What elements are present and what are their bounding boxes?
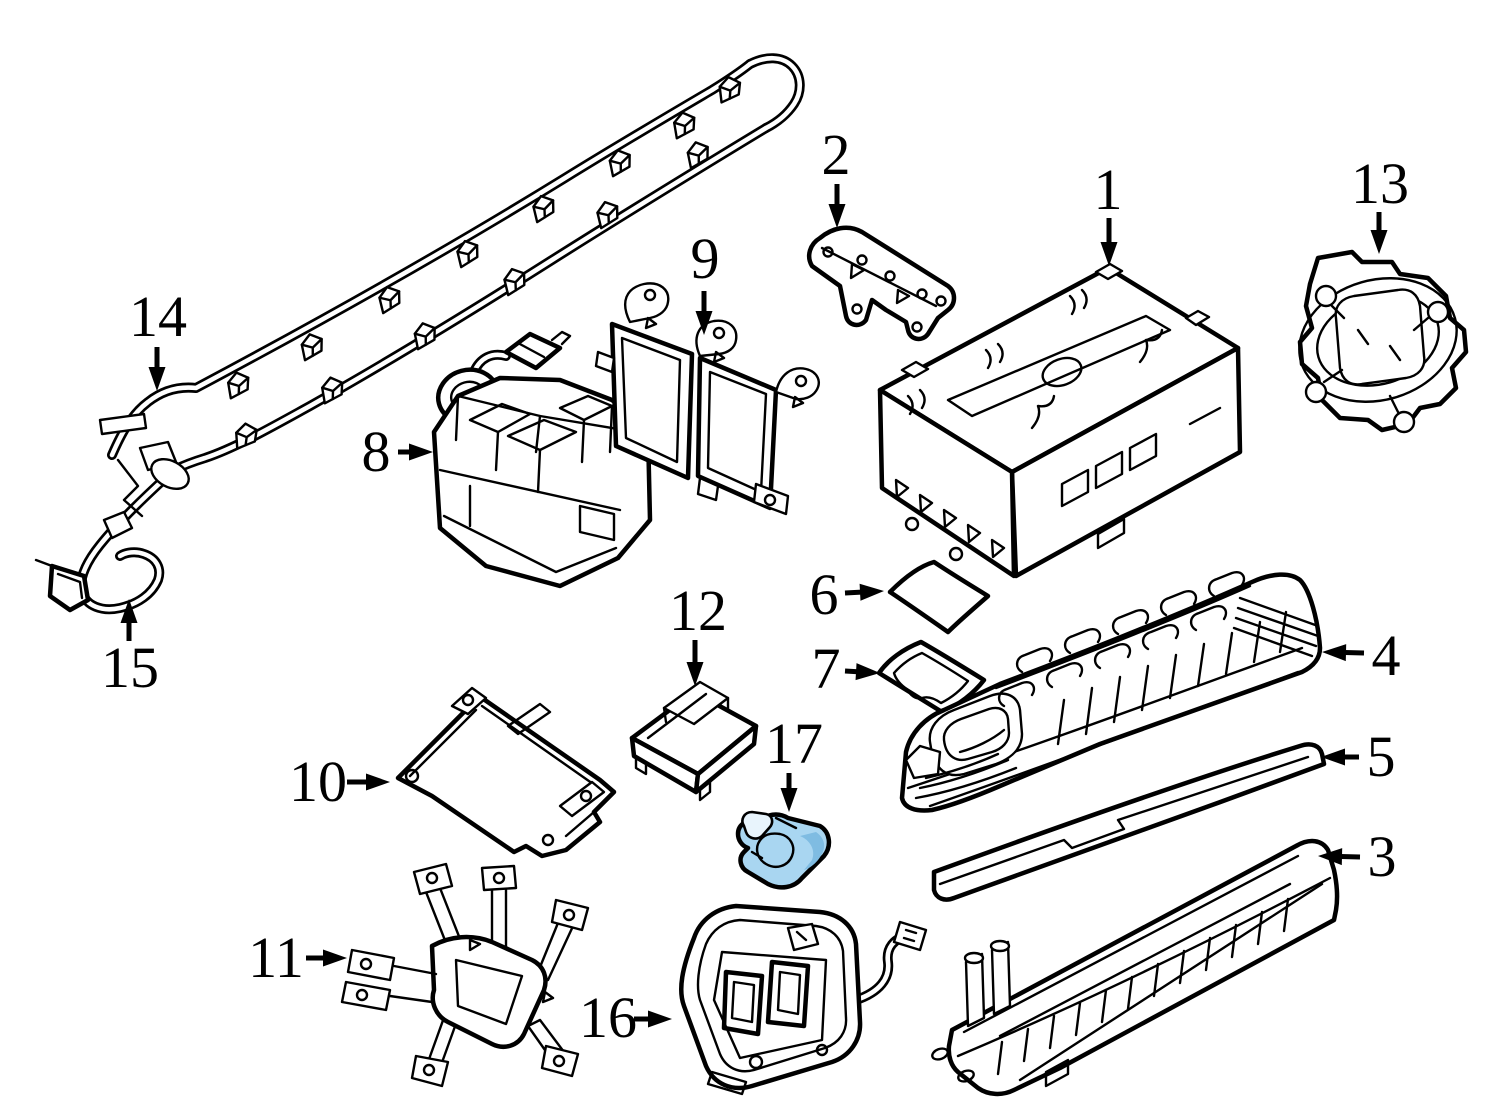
callout-arrow-head-9 bbox=[695, 311, 713, 335]
part-label-16[interactable]: 16 bbox=[579, 985, 637, 1050]
part-15-drawing-harness-end-connector[interactable] bbox=[34, 558, 91, 613]
part-2-drawing-bracket[interactable] bbox=[807, 225, 957, 342]
callout-arrow-head-6 bbox=[859, 583, 884, 601]
part-label-10[interactable]: 10 bbox=[289, 749, 347, 814]
callout-arrow-head-13 bbox=[1370, 230, 1388, 254]
callout-arrows bbox=[120, 184, 1388, 1028]
part-4-drawing-upper-cover[interactable] bbox=[899, 571, 1323, 813]
part-11-drawing-mounting-bracket[interactable] bbox=[340, 862, 590, 1088]
part-label-11[interactable]: 11 bbox=[248, 925, 304, 990]
part-6-drawing-sheet[interactable] bbox=[887, 559, 991, 635]
callout-arrow-head-11 bbox=[323, 949, 347, 967]
callout-arrow-head-17 bbox=[780, 788, 798, 812]
callout-arrow-head-15 bbox=[120, 599, 138, 623]
part-14-drawing-harness[interactable] bbox=[76, 53, 805, 615]
part-label-5[interactable]: 5 bbox=[1366, 724, 1396, 789]
part-10-drawing-module-plate[interactable] bbox=[395, 686, 617, 859]
part-5-drawing-spacer-strip[interactable] bbox=[931, 742, 1327, 902]
part-label-14[interactable]: 14 bbox=[129, 284, 187, 349]
part-label-3[interactable]: 3 bbox=[1367, 824, 1397, 889]
callout-arrow-head-5 bbox=[1321, 748, 1345, 766]
callout-arrow-head-4 bbox=[1322, 644, 1347, 662]
callout-arrow-head-2 bbox=[828, 204, 846, 228]
part-9-drawing-bracket-panel[interactable] bbox=[594, 282, 820, 516]
part-label-13[interactable]: 13 bbox=[1351, 151, 1409, 216]
callout-arrow-head-14 bbox=[148, 367, 166, 391]
callout-arrow-head-3 bbox=[1318, 848, 1343, 866]
part-label-2[interactable]: 2 bbox=[821, 122, 851, 187]
part-8-drawing-junction-block[interactable] bbox=[431, 330, 653, 589]
part-label-6[interactable]: 6 bbox=[809, 562, 839, 627]
part-7-drawing-gasket[interactable] bbox=[876, 639, 987, 715]
callout-arrow-head-8 bbox=[409, 443, 433, 461]
callout-arrow-head-10 bbox=[366, 773, 390, 791]
part-3-drawing-lower-tray[interactable] bbox=[931, 838, 1340, 1097]
callout-arrow-head-12 bbox=[686, 662, 704, 686]
part-1-drawing-battery-pack[interactable] bbox=[877, 262, 1243, 579]
part-label-8[interactable]: 8 bbox=[361, 419, 391, 484]
callout-arrow-head-7 bbox=[855, 663, 880, 681]
part-label-7[interactable]: 7 bbox=[811, 636, 841, 701]
part-label-17[interactable]: 17 bbox=[765, 711, 823, 776]
part-13-drawing-cover-plate[interactable] bbox=[1285, 249, 1472, 434]
part-12-drawing-sensor-module[interactable] bbox=[629, 680, 759, 802]
part-label-4[interactable]: 4 bbox=[1371, 623, 1401, 688]
part-16-drawing-connector-module[interactable] bbox=[679, 903, 928, 1096]
part-label-15[interactable]: 15 bbox=[101, 635, 159, 700]
part-label-12[interactable]: 12 bbox=[669, 578, 727, 643]
callout-arrow-head-1 bbox=[1100, 242, 1118, 266]
part-17-drawing-service-plug-highlighted[interactable] bbox=[735, 810, 832, 890]
part-label-1[interactable]: 1 bbox=[1093, 157, 1123, 222]
part-label-9[interactable]: 9 bbox=[690, 226, 720, 291]
callout-arrow-head-16 bbox=[648, 1010, 672, 1028]
